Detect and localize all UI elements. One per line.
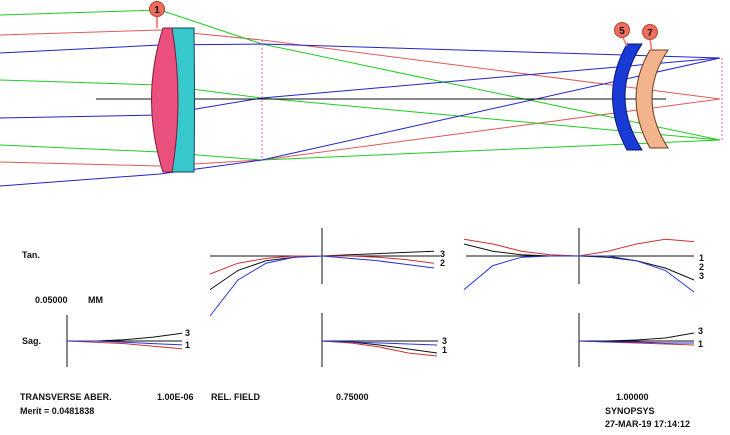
tan-label: Tan.	[22, 250, 40, 260]
sag-right-curve-label-1: 1	[698, 339, 703, 349]
timestamp: 27-MAR-19 17:14:12	[605, 419, 691, 429]
surface-badge-5: 5	[614, 22, 630, 47]
sag-mid-curve-label-3: 3	[442, 336, 447, 346]
aberration-curve-3-2	[66, 340, 183, 350]
ray-trace-3	[0, 9, 721, 141]
merit-value: Merit = 0.0481838	[20, 406, 95, 416]
ray-trace-2	[0, 98, 721, 167]
aberration-curve-3-3	[67, 340, 183, 346]
ray-traces	[0, 9, 721, 187]
lens-1-front-element	[151, 27, 179, 173]
field-100-value: 1.00000	[616, 392, 649, 402]
aberration-curve-4-3	[321, 340, 438, 346]
tan-mid-curve-label-2: 2	[440, 258, 445, 268]
surface-label-1: 1	[154, 5, 160, 16]
ray-trace-6	[0, 43, 721, 59]
aberration-plots: 3 2 1 2 3 3 1 3 1 3 1	[66, 228, 704, 367]
ray-trace-1	[0, 29, 721, 100]
transverse-aber-label: TRANSVERSE ABER.	[20, 392, 112, 402]
sag-left-curve-label-1: 1	[185, 340, 190, 350]
tan-right-curve-label-3: 3	[699, 271, 704, 281]
aberration-curves	[66, 238, 695, 357]
surface-label-7: 7	[647, 28, 653, 39]
ray-trace-8	[0, 57, 721, 187]
ray-trace-4	[0, 79, 721, 141]
aberration-curve-4-2	[321, 340, 438, 357]
surface-badge-1: 1	[149, 1, 165, 28]
lens-5-element	[612, 43, 643, 151]
aberration-curve-5-3	[578, 340, 694, 344]
wavelength-value: 1.00E-06	[157, 392, 194, 402]
tan-axes	[210, 228, 694, 284]
tan-mid-curve-label-3: 3	[440, 249, 445, 259]
aberration-curve-1-3	[209, 255, 435, 317]
rel-field-label: REL. FIELD	[211, 392, 260, 402]
sag-axes	[66, 313, 694, 367]
scale-unit: MM	[88, 295, 103, 305]
aberration-curve-3-1	[67, 332, 183, 342]
sag-mid-curve-label-1: 1	[442, 345, 447, 355]
aberration-curve-5-1	[579, 332, 695, 342]
ray-trace-7	[0, 57, 721, 119]
program-name: SYNOPSYS	[605, 406, 655, 416]
field-075-value: 0.75000	[336, 392, 369, 402]
lens-layout-diagram: 1 5 7	[0, 1, 723, 187]
lens-1-back-element	[171, 27, 195, 173]
tan-right-curve-label-1: 1	[699, 253, 704, 263]
scale-value: 0.05000	[35, 295, 68, 305]
sag-right-curve-label-3: 3	[698, 326, 703, 336]
aberration-curve-2-3	[463, 255, 695, 293]
sag-label: Sag.	[22, 336, 42, 346]
lens-7-element	[635, 49, 669, 149]
surface-badge-7: 7	[642, 24, 658, 52]
surface-label-5: 5	[619, 26, 625, 37]
ray-trace-5	[0, 139, 721, 161]
tan-right-curve-label-2: 2	[699, 262, 704, 272]
sag-left-curve-label-3: 3	[185, 328, 190, 338]
